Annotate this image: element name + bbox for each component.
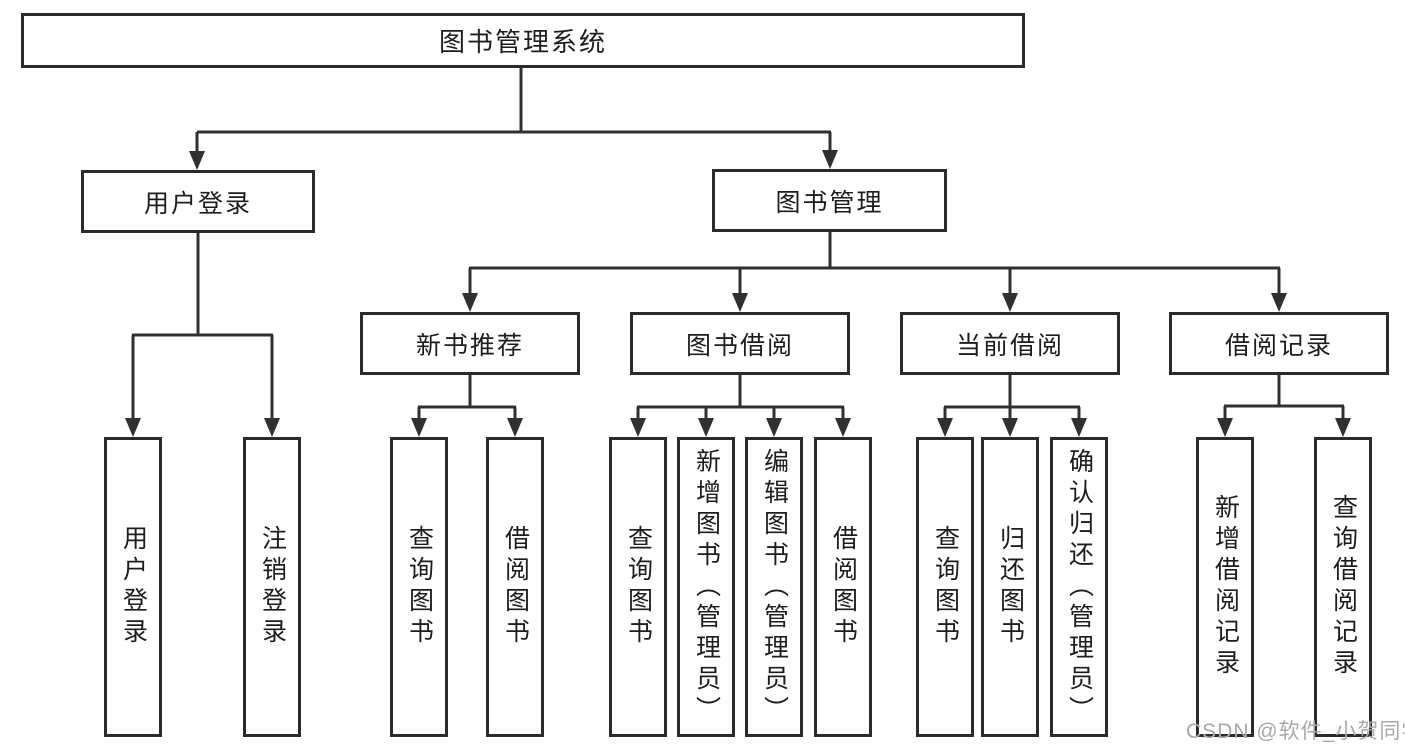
node-label: 注销登录 (258, 525, 287, 649)
node-label: 借阅记录 (1224, 331, 1333, 360)
node-label: 查询借阅记录 (1329, 494, 1358, 680)
node-label: 归还图书 (996, 525, 1025, 649)
connector-book-mgmt-children (468, 232, 1281, 295)
arrowhead-current-borrow (1002, 293, 1018, 312)
leaf-user-login: 用户登录 (104, 437, 162, 737)
leaf-bb-edit-books-admin: 编辑图书（管理员） (745, 437, 803, 737)
connector-new-book-rec-children (417, 375, 517, 420)
node-label: 借阅图书 (829, 525, 858, 649)
leaf-br-add-record: 新增借阅记录 (1196, 437, 1254, 737)
node-label: 借阅图书 (501, 525, 530, 649)
node-new-book-recommendation: 新书推荐 (360, 312, 580, 375)
leaf-nb-query-books: 查询图书 (390, 437, 448, 737)
leaf-nb-borrow-books: 借阅图书 (486, 437, 544, 737)
node-library-management-system: 图书管理系统 (21, 13, 1025, 68)
arrowhead-user-login (189, 151, 205, 170)
arrowhead-br-add (1217, 418, 1233, 437)
connector-current-borrow-children (943, 375, 1081, 420)
connector-user-login-children (131, 233, 274, 420)
arrowhead-cb-query (937, 418, 953, 437)
node-label: 图书借阅 (685, 331, 794, 360)
arrowhead-leaf-logout (264, 418, 280, 437)
node-label: 图书管理 (775, 188, 884, 217)
node-book-management: 图书管理 (712, 169, 947, 232)
leaf-cb-confirm-return-admin: 确认归还（管理员） (1050, 437, 1108, 737)
leaf-cb-return-books: 归还图书 (981, 437, 1039, 737)
arrowhead-bb-borrow (835, 418, 851, 437)
node-label: 新增借阅记录 (1211, 494, 1240, 680)
node-current-borrowing: 当前借阅 (900, 312, 1120, 375)
leaf-logout: 注销登录 (243, 437, 301, 737)
arrowhead-new-book-rec (462, 293, 478, 312)
node-borrowing-records: 借阅记录 (1169, 312, 1389, 375)
arrowhead-borrow-record (1271, 293, 1287, 312)
node-label: 查询图书 (624, 525, 653, 649)
leaf-bb-query-books: 查询图书 (609, 437, 667, 737)
connector-root-branches (195, 68, 832, 153)
node-label: 确认归还（管理员） (1065, 447, 1094, 727)
node-label: 当前借阅 (955, 331, 1064, 360)
leaf-cb-query-books: 查询图书 (916, 437, 974, 737)
arrowhead-cb-return (1002, 418, 1018, 437)
node-label: 用户登录 (143, 189, 252, 218)
leaf-bb-add-books-admin: 新增图书（管理员） (677, 437, 735, 737)
node-label: 图书管理系统 (438, 27, 607, 57)
leaf-bb-borrow-books: 借阅图书 (814, 437, 872, 737)
node-label: 查询图书 (931, 525, 960, 649)
arrowhead-nb-query (411, 418, 427, 437)
arrowhead-cb-confirm (1071, 418, 1087, 437)
arrowhead-bb-edit (766, 418, 782, 437)
node-label: 查询图书 (405, 525, 434, 649)
connector-borrow-record-children (1223, 375, 1345, 420)
arrowhead-br-query (1335, 418, 1351, 437)
arrowhead-leaf-user-login (125, 418, 141, 437)
node-label: 用户登录 (119, 525, 148, 649)
node-book-borrowing: 图书借阅 (630, 312, 850, 375)
arrowhead-book-borrow (732, 293, 748, 312)
arrowhead-bb-query (630, 418, 646, 437)
csdn-watermark: CSDN @软件_小贺同学 (1186, 720, 1405, 743)
node-user-login-branch: 用户登录 (81, 170, 315, 233)
node-label: 新增图书（管理员） (692, 447, 721, 727)
node-label: 新书推荐 (415, 331, 524, 360)
arrowhead-bb-add (698, 418, 714, 437)
node-label: 编辑图书（管理员） (760, 447, 789, 727)
connector-book-borrow-children (636, 375, 845, 420)
leaf-br-query-record: 查询借阅记录 (1314, 437, 1372, 737)
arrowhead-book-mgmt (822, 150, 838, 169)
arrowhead-nb-borrow (507, 418, 523, 437)
